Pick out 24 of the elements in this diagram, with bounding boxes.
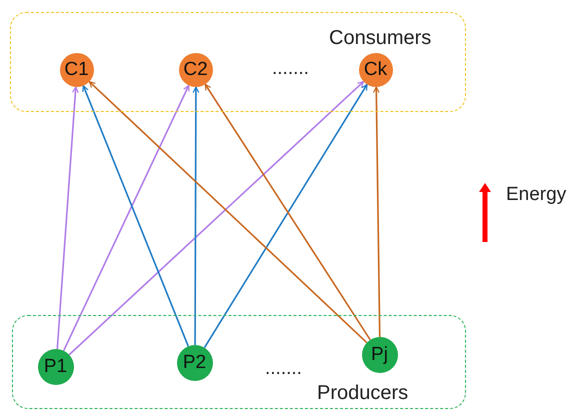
node-circle: [60, 52, 94, 86]
ellipsis: .......: [272, 58, 309, 80]
node-circle: [38, 348, 74, 384]
arrow: [82, 85, 190, 347]
arrow: [372, 86, 381, 338]
node-label: Ck: [364, 58, 388, 80]
ellipsis: .......: [265, 358, 302, 380]
node-label: Pj: [371, 344, 388, 366]
arrow: [56, 86, 79, 350]
group-box: [10, 12, 466, 112]
node-circle: [178, 52, 212, 86]
group-box: [12, 315, 466, 409]
arrow: [62, 84, 190, 352]
node-circle: [176, 344, 212, 380]
arrow: [192, 86, 200, 345]
node-label: P2: [182, 352, 206, 374]
node-label: C1: [64, 58, 89, 80]
group-title: Producers: [317, 382, 408, 405]
axis-label: Energy: [506, 184, 566, 206]
node-label: P1: [44, 356, 68, 378]
node-circle: [358, 52, 392, 86]
node-circle: [362, 336, 398, 372]
group-title: Consumers: [329, 27, 432, 50]
node-label: C2: [183, 58, 208, 80]
